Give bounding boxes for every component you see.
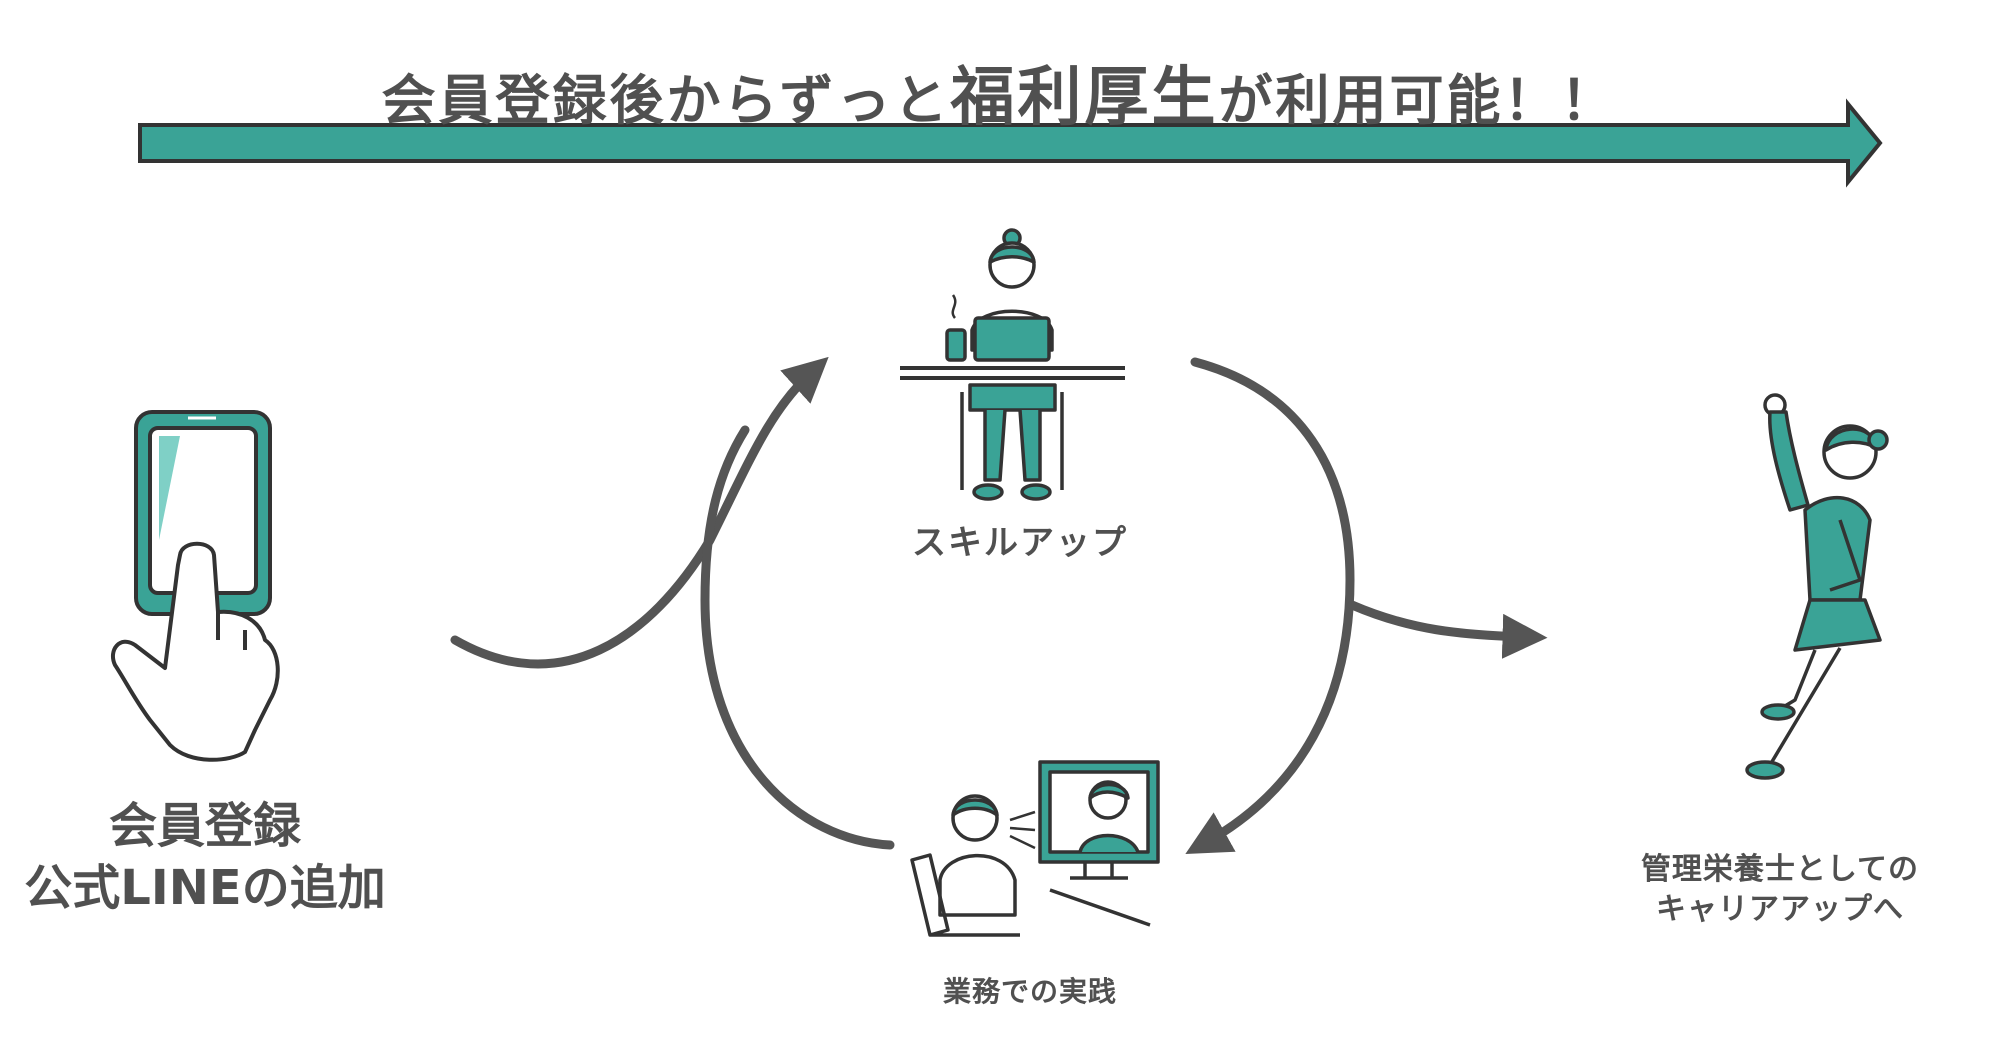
title-emphasis: 福利厚生 xyxy=(950,61,1218,135)
smartphone-tap-icon xyxy=(113,412,278,760)
step-skill-up-label: スキルアップ xyxy=(880,515,1160,564)
title-part1: 会員登録後からずっと xyxy=(382,69,951,132)
register-line2: 公式LINEの追加 xyxy=(0,857,410,919)
step-practice-label: 業務での実践 xyxy=(880,970,1180,1010)
arrow-skill-to-practice xyxy=(1195,362,1350,843)
cheering-woman-icon xyxy=(1747,395,1887,778)
title-part2: が利用可能！！ xyxy=(1218,69,1617,132)
arrow-to-skill xyxy=(455,372,812,664)
register-line1: 会員登録 xyxy=(0,795,410,857)
studying-woman-icon xyxy=(900,230,1125,499)
career-line1: 管理栄養士としての xyxy=(1600,850,1960,890)
arrow-to-career xyxy=(1352,605,1525,637)
step-career-label: 管理栄養士としての キャリアアップへ xyxy=(1600,850,1960,930)
step-register-label: 会員登録 公式LINEの追加 xyxy=(0,795,410,919)
career-line2: キャリアアップへ xyxy=(1600,890,1960,930)
video-call-icon xyxy=(912,762,1158,935)
page-title: 会員登録後からずっと福利厚生が利用可能！！ xyxy=(0,46,1999,138)
